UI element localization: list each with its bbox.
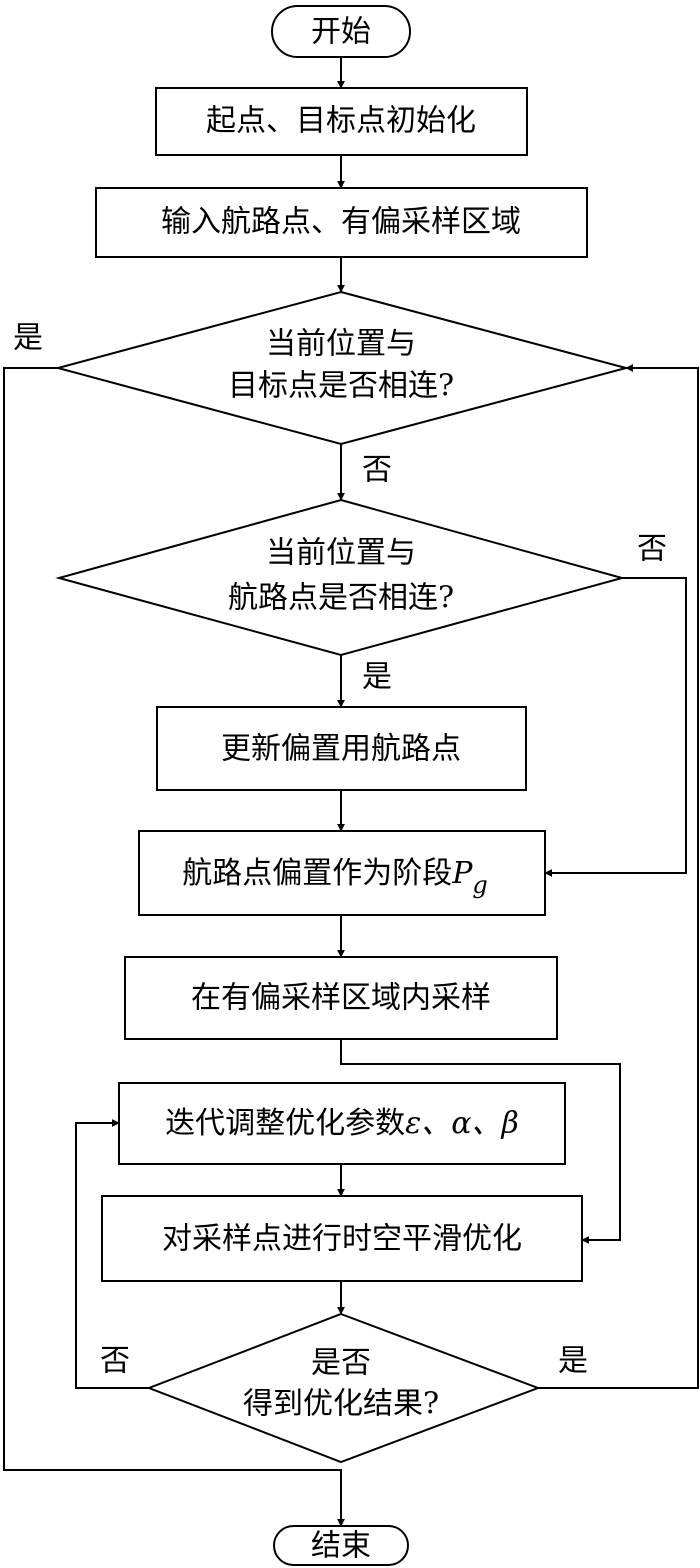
edge-check-result-no-to-iterate <box>75 1119 149 1389</box>
label-goal-yes: 是 <box>13 321 43 356</box>
check-goal-decision: 当前位置与 目标点是否相连? <box>54 290 630 446</box>
start-node: 开始 <box>271 5 411 58</box>
sample-node: 在有偏采样区域内采样 <box>124 956 558 1040</box>
waypoint-bias-node: 航路点偏置作为阶段Pg <box>138 830 546 916</box>
check-result-line1: 是否 <box>311 1346 371 1381</box>
update-bias-label: 更新偏置用航路点 <box>221 732 461 767</box>
label-waypoint-no: 否 <box>637 532 667 567</box>
label-result-no: 否 <box>100 1344 130 1379</box>
check-waypoint-decision: 当前位置与 航路点是否相连? <box>55 498 626 657</box>
update-bias-node: 更新偏置用航路点 <box>156 706 527 791</box>
iterate-node: 迭代调整优化参数ε、α、β <box>118 1082 566 1165</box>
check-goal-line1: 当前位置与 <box>266 327 416 362</box>
iterate-label: 迭代调整优化参数ε、α、β <box>165 1106 519 1141</box>
iterate-math: ε、α、β <box>405 1106 519 1141</box>
iterate-text: 迭代调整优化参数 <box>165 1106 405 1141</box>
label-result-yes: 是 <box>558 1344 588 1379</box>
waypoint-bias-label: 航路点偏置作为阶段Pg <box>182 856 488 900</box>
check-goal-line2: 目标点是否相连? <box>228 369 454 404</box>
waypoint-bias-sub: g <box>472 871 487 899</box>
init-node: 起点、目标点初始化 <box>155 87 528 156</box>
edge-check-waypoint-no-to-waypoint-bias <box>544 577 687 877</box>
check-result-line2: 得到优化结果? <box>243 1387 439 1422</box>
check-waypoint-line1: 当前位置与 <box>266 536 416 571</box>
waypoint-bias-text: 航路点偏置作为阶段 <box>182 856 452 891</box>
end-node: 结束 <box>273 1525 409 1566</box>
input-label: 输入航路点、有偏采样区域 <box>161 205 521 240</box>
edges <box>3 57 699 1527</box>
check-result-decision: 是否 得到优化结果? <box>146 1312 541 1464</box>
edge-check-result-yes-to-check-goal <box>538 364 699 1389</box>
label-goal-no: 否 <box>362 453 392 488</box>
edge-labels: 是 否 否 是 否 是 <box>13 321 667 1379</box>
waypoint-bias-math: P <box>451 856 473 891</box>
edge-check-goal-yes-to-end <box>3 367 345 1527</box>
start-label: 开始 <box>311 15 371 50</box>
smooth-node: 对采样点进行时空平滑优化 <box>101 1195 583 1282</box>
input-node: 输入航路点、有偏采样区域 <box>95 187 588 258</box>
sample-label: 在有偏采样区域内采样 <box>191 981 491 1016</box>
end-label: 结束 <box>311 1529 371 1564</box>
check-waypoint-line2: 航路点是否相连? <box>228 581 454 616</box>
label-waypoint-yes: 是 <box>362 660 392 695</box>
smooth-label: 对采样点进行时空平滑优化 <box>162 1222 522 1257</box>
init-label: 起点、目标点初始化 <box>206 104 476 139</box>
edge-sample-to-smooth <box>340 1039 621 1244</box>
